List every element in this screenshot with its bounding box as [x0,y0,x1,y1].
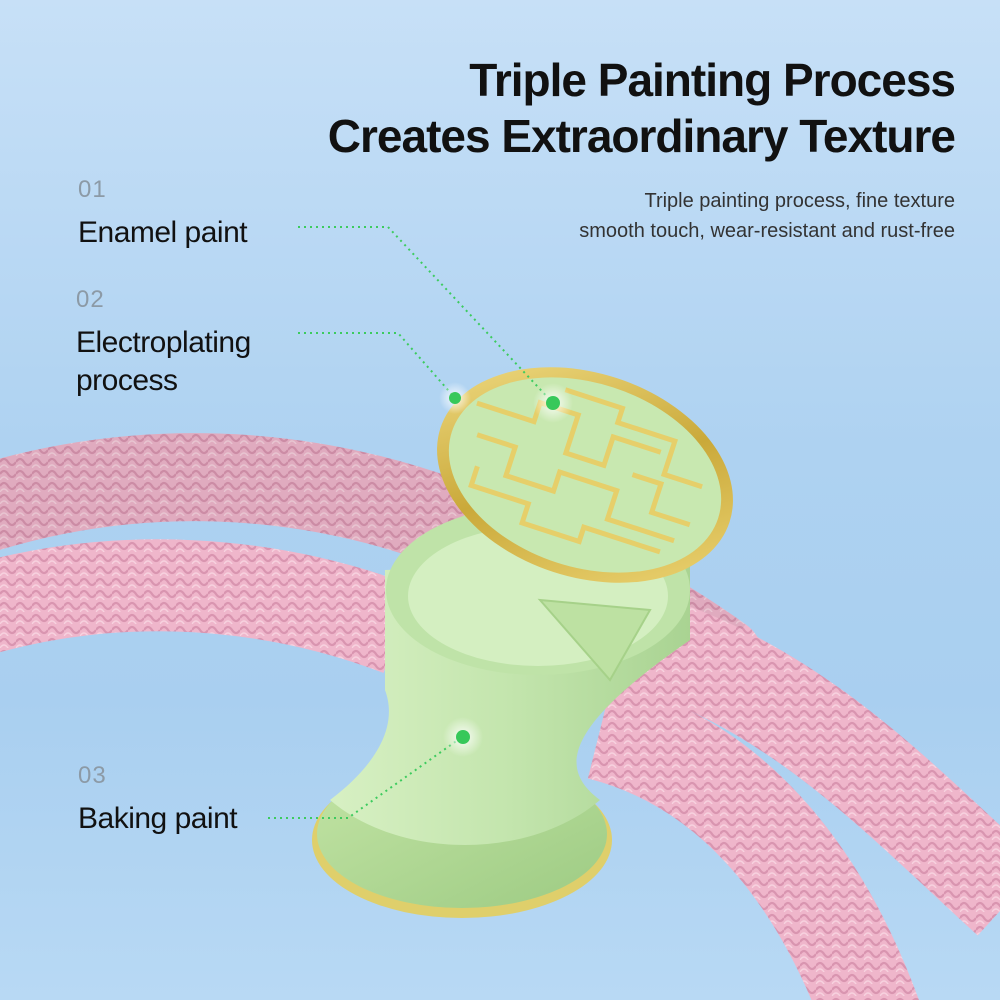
callout-enamel-paint: 01 Enamel paint [78,176,248,252]
leader-line-02 [298,332,456,399]
leader-line-01 [298,226,553,403]
callout-number: 03 [78,762,107,789]
subheadline-line-1: Triple painting process, fine texture [644,190,955,212]
callout-baking-paint: 03 Baking paint [78,762,238,838]
marker-02 [439,382,471,414]
subheadline-line-2: smooth touch, wear-resistant and rust-fr… [579,220,955,242]
callout-label-line-2: process [76,364,178,397]
callout-number: 01 [78,176,107,203]
leader-line-03 [268,736,463,819]
callout-label-line-1: Electroplating [76,326,251,359]
headline: Triple Painting Process Creates Extraord… [327,52,956,164]
marker-01 [533,383,573,423]
headline-line-2: Creates Extraordinary Texture [327,110,956,162]
headline-line-1: Triple Painting Process [469,54,956,106]
callout-number: 02 [76,286,105,313]
callout-electroplating: 02 Electroplating process [76,286,251,400]
callout-label: Baking paint [78,802,238,835]
marker-03 [443,717,483,757]
cable-front [0,539,417,674]
cable-right [586,681,919,1000]
callout-label: Enamel paint [78,216,248,249]
subheadline: Triple painting process, fine texture sm… [579,186,955,246]
